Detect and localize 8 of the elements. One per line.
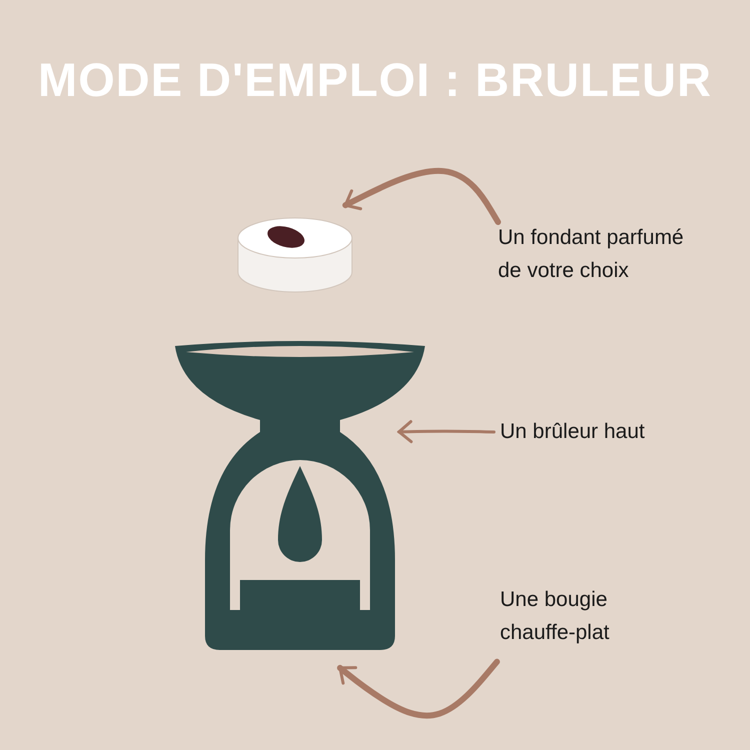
label-text: Un brûleur haut: [500, 419, 646, 445]
label-text: Une bougie chauffe-plat: [500, 587, 610, 646]
label-text: Un fondant parfumé de votre choix: [498, 225, 685, 284]
oil-burner-drawing: [175, 341, 425, 650]
wax-melt-drawing: [238, 218, 352, 292]
arrow: [398, 420, 496, 444]
arrow: [337, 658, 500, 719]
arrow: [342, 168, 501, 225]
